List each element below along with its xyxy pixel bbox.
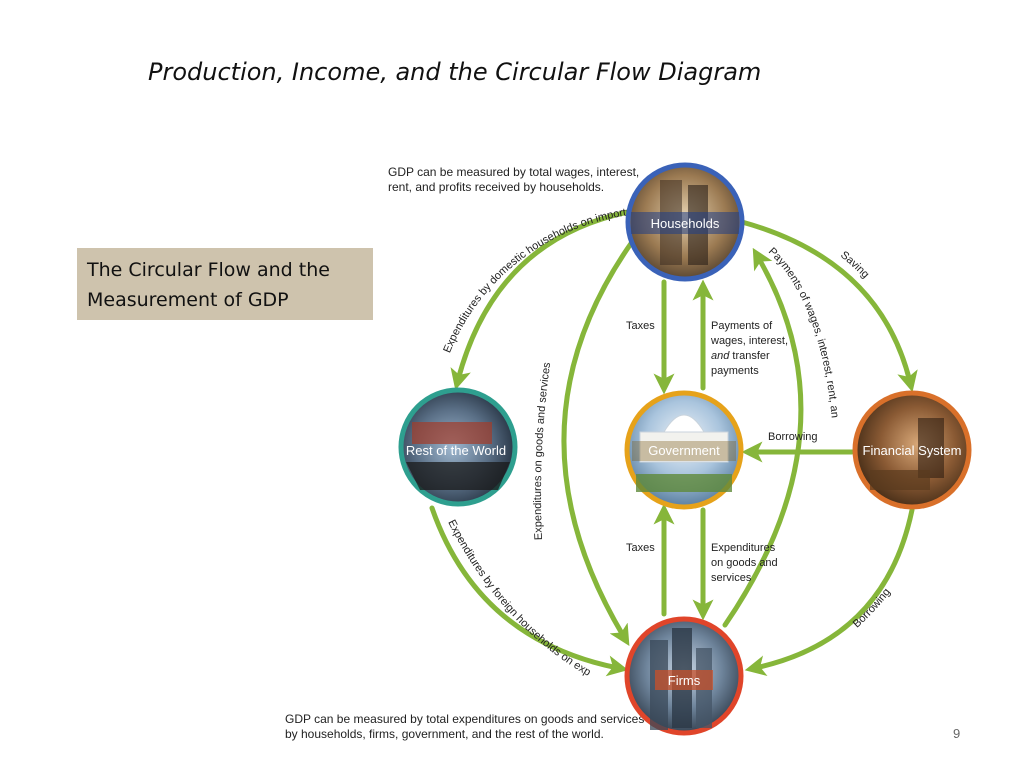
arrow-imports bbox=[450, 209, 631, 391]
label-gov-exp-line-2: on goods and bbox=[711, 557, 778, 569]
caption-box: The Circular Flow and the Measurement of… bbox=[77, 248, 373, 320]
arrow-borrowing-firms bbox=[744, 507, 915, 677]
firms-banner bbox=[655, 670, 713, 690]
caption-line-1: The Circular Flow and the bbox=[87, 259, 330, 281]
households-banner bbox=[631, 212, 739, 234]
government-label: Government bbox=[648, 443, 720, 458]
label-transfers-rest: transfer bbox=[729, 350, 770, 362]
label-saving-text: Saving bbox=[838, 249, 871, 281]
label-transfers-line-4: payments bbox=[711, 365, 759, 377]
label-transfers-line-2: wages, interest, bbox=[710, 335, 788, 347]
label-borrowing-gov: Borrowing bbox=[768, 431, 818, 443]
government-lawn bbox=[636, 474, 732, 492]
gdp-income-note-line-1: GDP can be measured by total wages, inte… bbox=[388, 165, 640, 179]
label-goods-services: Expenditures on goods and services bbox=[532, 361, 553, 540]
label-taxes-firms: Taxes bbox=[626, 542, 655, 554]
label-exports-text: Expenditures by foreign households on ex… bbox=[0, 0, 593, 679]
arrow-goods-services bbox=[561, 239, 635, 647]
caption-line-2: Measurement of GDP bbox=[87, 289, 289, 311]
financial-system-label: Financial System bbox=[863, 443, 962, 458]
slide-title: Production, Income, and the Circular Flo… bbox=[148, 58, 762, 86]
label-imports: Expenditures by domestic households on i… bbox=[441, 206, 632, 355]
rest-of-world-ship bbox=[406, 462, 510, 490]
label-saving: Saving bbox=[838, 249, 871, 281]
label-goods-services-text: Expenditures on goods and services bbox=[532, 361, 553, 540]
arrow-payments-profit bbox=[722, 247, 804, 628]
arrow-exports bbox=[429, 505, 629, 677]
node-firms: Firms bbox=[624, 616, 744, 736]
government-building bbox=[639, 431, 729, 463]
node-financial-system: Financial System bbox=[852, 390, 972, 510]
label-transfers-line-3: and transfer bbox=[711, 350, 770, 362]
gdp-expenditure-note-line-2: by households, firms, government, and th… bbox=[285, 727, 604, 741]
node-rest-of-world: Rest of the World bbox=[398, 387, 518, 507]
label-transfers-and: and bbox=[711, 350, 730, 362]
households-label: Households bbox=[651, 216, 720, 231]
node-households: Households bbox=[625, 162, 745, 282]
label-exports: Expenditures by foreign households on ex… bbox=[0, 0, 593, 679]
label-transfers-line-1: Payments of bbox=[711, 320, 773, 332]
government-banner bbox=[632, 441, 736, 461]
label-borrowing-firms-text: Borrowing bbox=[851, 586, 893, 630]
label-imports-text: Expenditures by domestic households on i… bbox=[441, 206, 632, 355]
label-gov-exp-line-3: services bbox=[711, 572, 752, 584]
gdp-expenditure-note-line-1: GDP can be measured by total expenditure… bbox=[285, 712, 645, 726]
page-number: 9 bbox=[953, 726, 961, 741]
rest-of-world-cargo bbox=[412, 422, 492, 444]
flow-arrows bbox=[429, 209, 918, 677]
gdp-income-note-line-2: rent, and profits received by households… bbox=[388, 180, 605, 194]
financial-system-figure bbox=[918, 418, 944, 478]
gdp-income-note: GDP can be measured by total wages, inte… bbox=[388, 165, 639, 195]
gdp-expenditure-note: GDP can be measured by total expenditure… bbox=[285, 712, 644, 742]
arrow-saving bbox=[739, 219, 918, 393]
label-taxes-households: Taxes bbox=[626, 320, 655, 332]
firms-label: Firms bbox=[668, 673, 701, 688]
rest-of-world-label: Rest of the World bbox=[406, 443, 506, 458]
financial-system-desk bbox=[870, 470, 930, 490]
node-government: Government bbox=[624, 390, 744, 510]
label-borrowing-firms: Borrowing bbox=[851, 586, 893, 630]
label-gov-exp-line-1: Expenditures bbox=[711, 542, 776, 554]
